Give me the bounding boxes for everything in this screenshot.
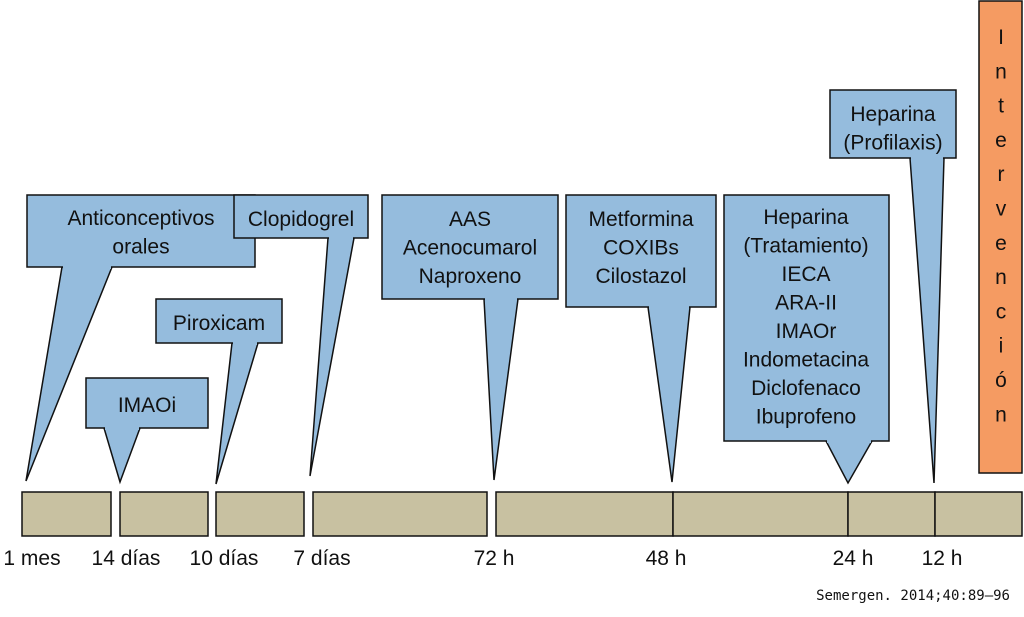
- callout-seam: [329, 236, 353, 240]
- timeline-segment: [215, 491, 305, 537]
- callout-piroxicam: Piroxicam: [155, 298, 283, 485]
- timeline-labels: 1 mes 14 días 10 días 7 días 72 h 48 h 24 h 12 …: [3, 547, 962, 570]
- citation: Semergen. 2014;40:89–96: [816, 588, 1010, 604]
- callout-line: Heparina: [763, 206, 849, 229]
- callout-line: Anticonceptivos: [67, 207, 214, 230]
- intervention-letter: n: [995, 60, 1007, 83]
- callout-line: Indometacina: [743, 349, 869, 372]
- timeline-label: 12 h: [922, 547, 963, 570]
- callout-box: [155, 298, 283, 344]
- callout-line: IECA: [781, 263, 830, 286]
- callout-heparina-tratamiento: Heparina (Tratamiento) IECA ARA-II IMAOrIndo…: [723, 194, 890, 485]
- intervention-letter: i: [999, 335, 1004, 358]
- callout-pointer: [215, 342, 260, 485]
- timeline-segment: [847, 491, 936, 537]
- timeline-segment: [672, 491, 849, 537]
- callout-line: (Tratamiento): [743, 235, 868, 258]
- callout-line: Naproxeno: [419, 265, 522, 288]
- callout-pointer: [309, 237, 355, 477]
- callout-box: [829, 89, 957, 159]
- callout-line: Metformina: [588, 208, 693, 231]
- timeline-label: 10 días: [190, 547, 259, 570]
- timeline-label: 7 días: [293, 547, 350, 570]
- timeline-segment: [21, 491, 112, 537]
- callout-line: Clopidogrel: [248, 208, 354, 231]
- callout-heparina-profilaxis: Heparina (Profilaxis): [829, 89, 957, 484]
- callout-line: ARA-II: [775, 292, 837, 315]
- callout-line: (Profilaxis): [843, 132, 942, 155]
- callout-box: [723, 194, 890, 442]
- callout-line: Heparina: [850, 103, 936, 126]
- callout-box: [565, 194, 717, 308]
- intervention-letter: I: [998, 26, 1004, 49]
- callout-pointer: [102, 427, 142, 485]
- callout-line: COXIBs: [603, 237, 679, 260]
- callout-seam: [63, 265, 111, 269]
- intervention-box: [978, 0, 1023, 474]
- callout-pointer: [909, 157, 945, 484]
- callout-line: AAS: [449, 208, 491, 231]
- callout-line: IMAOr: [776, 320, 837, 343]
- callout-imaoi: IMAOi: [85, 377, 209, 485]
- callout-clopidogrel: Clopidogrel: [233, 194, 369, 477]
- callout-anticonceptivos: Anticonceptivos orales: [25, 194, 256, 482]
- callout-pointer: [483, 298, 519, 481]
- intervention-letter: n: [995, 403, 1007, 426]
- intervention-letter: ó: [995, 369, 1007, 392]
- callout-line: Diclofenaco: [751, 377, 861, 400]
- callout-line: Ibuprofeno: [756, 406, 856, 429]
- callout-seam: [827, 439, 871, 443]
- callout-seam: [485, 297, 517, 301]
- timeline-segment: [934, 491, 1023, 537]
- timeline-segment: [312, 491, 488, 537]
- intervention-letter: t: [998, 95, 1004, 118]
- callout-box: [381, 194, 559, 300]
- intervention-letter: e: [995, 129, 1007, 152]
- callout-line: Acenocumarol: [403, 237, 537, 260]
- callout-line: Piroxicam: [173, 312, 265, 335]
- timeline-segment: [119, 491, 209, 537]
- intervention-letter: n: [995, 266, 1007, 289]
- callout-box: [85, 377, 209, 429]
- timeline-segment: [495, 491, 674, 537]
- callout-pointer: [25, 266, 114, 482]
- callout-seam: [233, 341, 257, 345]
- callout-pointer: [824, 440, 874, 485]
- callout-box: [233, 194, 369, 239]
- callout-line: Cilostazol: [595, 265, 686, 288]
- timeline-label: 1 mes: [3, 547, 60, 570]
- timeline-label: 72 h: [474, 547, 515, 570]
- intervention-letter: c: [996, 300, 1007, 323]
- callout-seam: [911, 156, 943, 160]
- timeline-label: 48 h: [646, 547, 687, 570]
- intervention-letter: v: [996, 198, 1007, 221]
- callout-box: [26, 194, 256, 268]
- callout-line: orales: [112, 236, 169, 259]
- callout-seam: [649, 305, 689, 309]
- timeline-label: 14 días: [92, 547, 161, 570]
- callout-seam: [105, 426, 139, 430]
- intervention-letter: e: [995, 232, 1007, 255]
- callout-line: IMAOi: [118, 394, 176, 417]
- callout-pointer: [647, 306, 691, 483]
- timeline-label: 24 h: [833, 547, 874, 570]
- timeline-bar: [21, 491, 1023, 537]
- intervention-letter: r: [998, 163, 1005, 186]
